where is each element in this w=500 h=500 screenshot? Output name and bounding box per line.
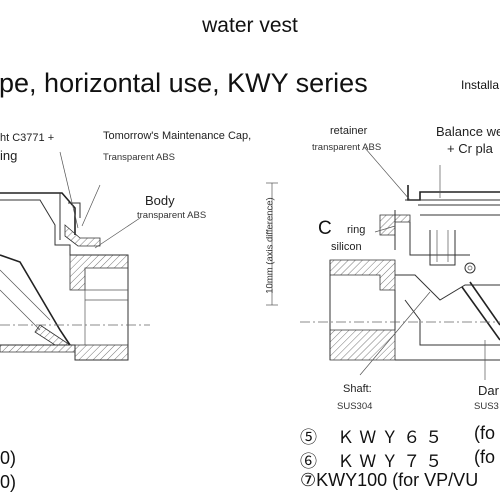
cap-label: Tomorrow's Maintenance Cap,: [103, 130, 252, 142]
ring-label: ring: [347, 224, 366, 236]
cap-material-label: Transparent ABS: [103, 152, 175, 163]
install-label: Installa: [461, 78, 500, 92]
body-label: Body: [145, 193, 175, 208]
damper-material-label: SUS3: [474, 401, 499, 412]
shaft-material-label: SUS304: [337, 401, 373, 412]
c-ring-letter: C: [318, 218, 332, 239]
retainer-material-label: transparent ABS: [312, 142, 382, 153]
damper-label: Dar: [478, 383, 499, 398]
page-title: water vest: [202, 14, 298, 37]
shaft-label: Shaft:: [343, 383, 372, 395]
model-kwy100: ⑦KWY100 (for VP/VU: [300, 470, 479, 490]
model-kwy75: ⑥ ＫＷＹ７５: [300, 452, 448, 472]
left-model-2: 0): [0, 472, 17, 492]
model-kwy65-note: (fo: [474, 423, 496, 443]
body-material-label: transparent ABS: [137, 210, 207, 221]
model-kwy75-note: (fo: [474, 447, 496, 467]
ring-material-label: silicon: [331, 241, 362, 253]
balance-material-label: + Cr pla: [447, 141, 493, 156]
retainer-label: retainer: [330, 125, 368, 137]
balance-label: Balance we: [436, 124, 500, 139]
left-top-label-2: ing: [0, 148, 18, 163]
model-kwy65: ⑤ ＫＷＹ６５: [300, 428, 448, 448]
axis-difference-label: 10mm (axis difference): [264, 197, 276, 294]
right-valve-drawing: [266, 147, 500, 380]
left-valve-drawing: [0, 151, 150, 361]
left-model-1: 0): [0, 448, 17, 468]
section-subtitle: pipe, horizontal use, KWY series: [0, 68, 368, 98]
left-top-label-1: ht C3771 +: [0, 132, 55, 144]
